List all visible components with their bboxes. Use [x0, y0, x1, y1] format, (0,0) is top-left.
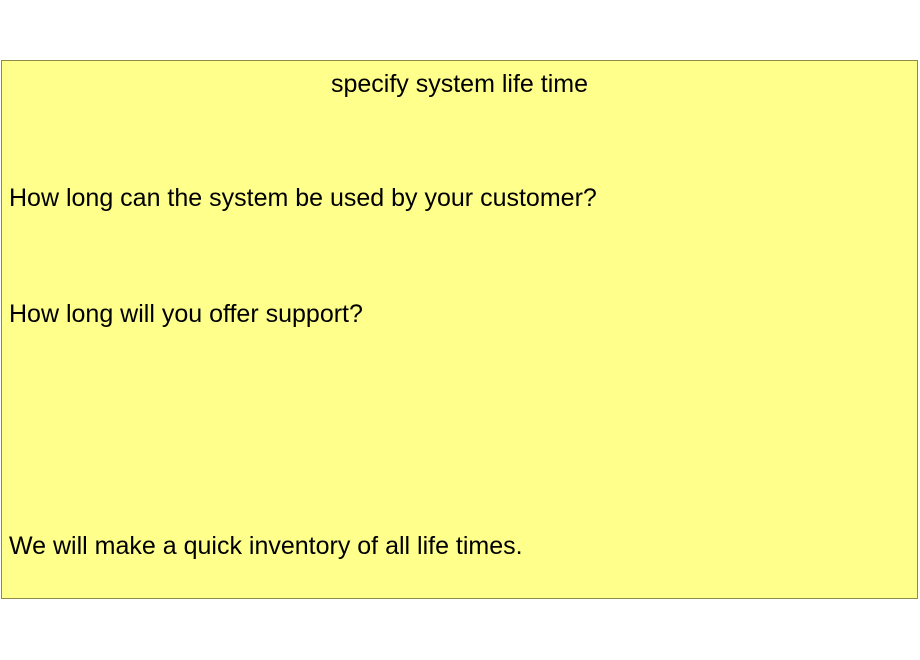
question-support-duration: How long will you offer support?	[9, 300, 363, 328]
sticky-note: specify system life time How long can th…	[1, 60, 918, 599]
note-title: specify system life time	[330, 70, 588, 98]
note-conclusion: We will make a quick inventory of all li…	[9, 532, 523, 560]
question-customer-usage: How long can the system be used by your …	[9, 184, 597, 212]
